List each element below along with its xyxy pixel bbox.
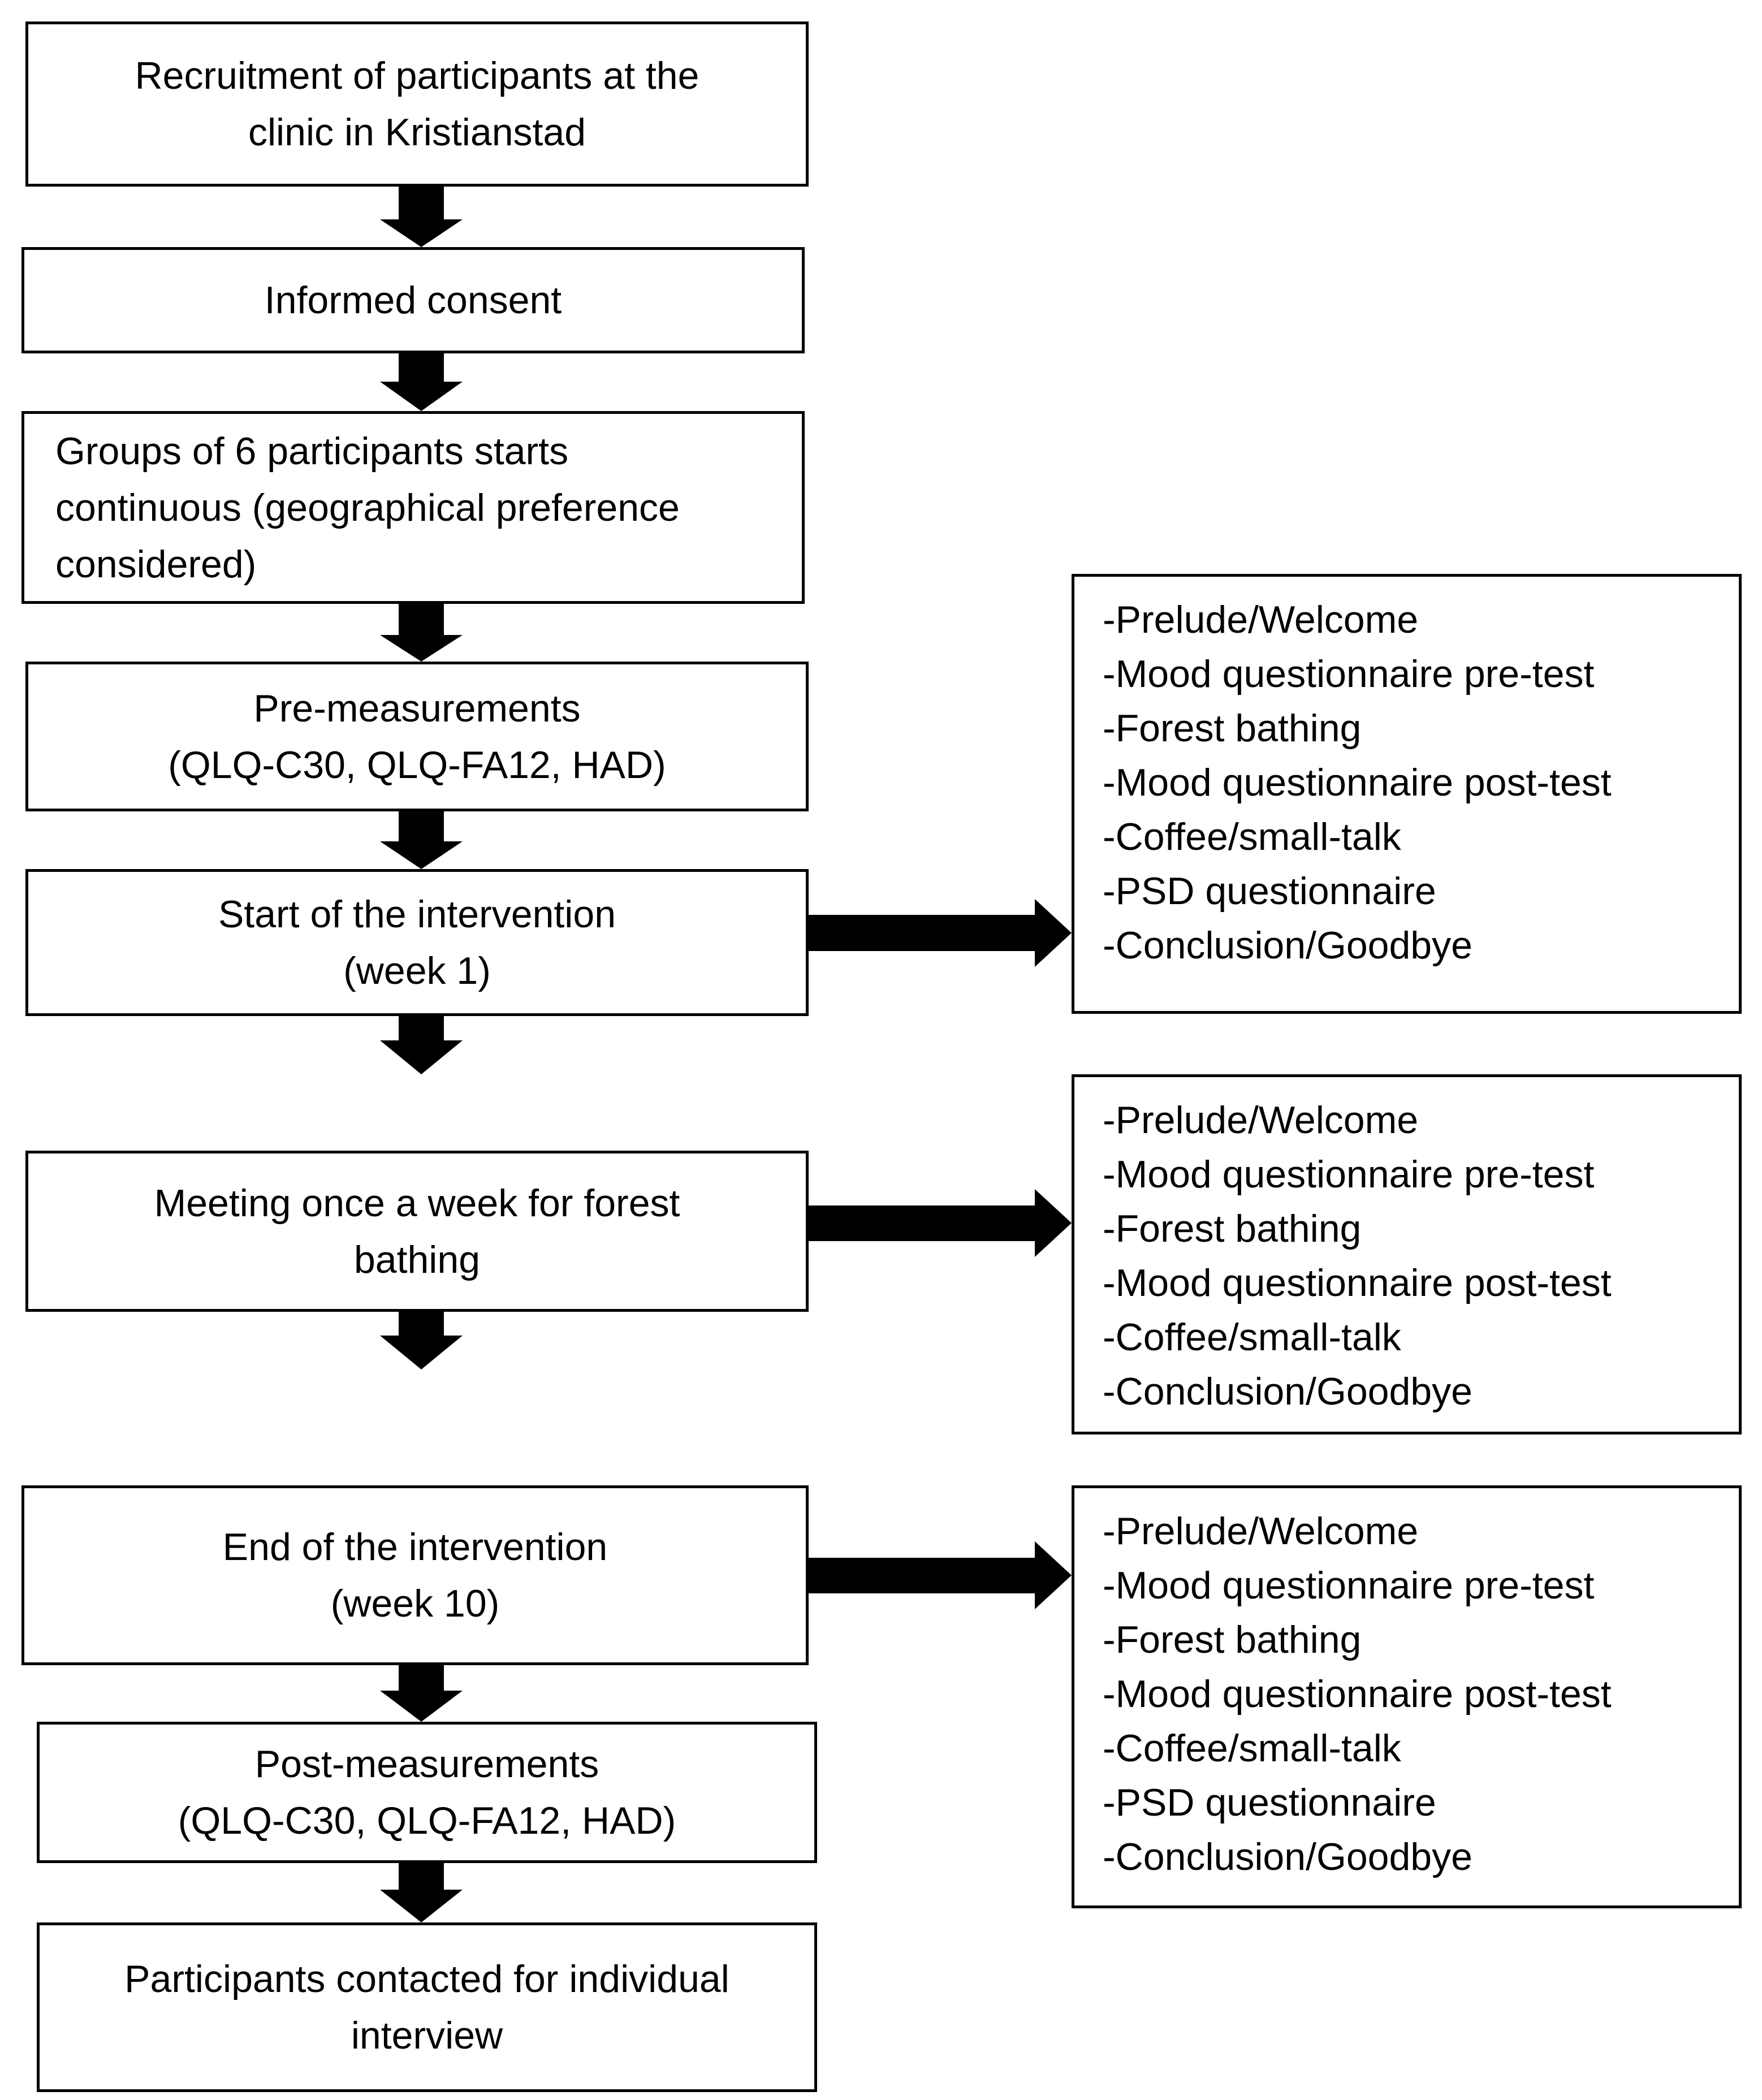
activity-item: -Forest bathing (1103, 707, 1362, 750)
arrow-right-end-activities (809, 1541, 1072, 1609)
step-groups-line-2: continuous (geographical preference (55, 486, 680, 529)
activity-item: -Prelude/Welcome (1103, 1510, 1419, 1553)
step-groups-line-3: considered) (55, 542, 257, 586)
step-recruitment: Recruitment of participants at the clini… (25, 21, 809, 187)
step-pre-measurements: Pre-measurements (QLQ-C30, QLQ-FA12, HAD… (25, 662, 809, 811)
step-post-measurements: Post-measurements (QLQ-C30, QLQ-FA12, HA… (37, 1722, 817, 1863)
activity-item: -Mood questionnaire post-test (1103, 1261, 1612, 1304)
activity-item: -Prelude/Welcome (1103, 598, 1419, 641)
step-post-measurements-line-1: Post-measurements (254, 1743, 599, 1786)
step-recruitment-line-2: clinic in Kristianstad (248, 111, 586, 154)
step-weekly-meeting-line-1: Meeting once a week for forest (154, 1181, 680, 1225)
activity-item: -PSD questionnaire (1103, 870, 1436, 913)
step-individual-interview: Participants contacted for individual in… (37, 1922, 817, 2092)
activity-item: -Conclusion/Goodbye (1103, 1835, 1472, 1878)
arrow-down-consent-to-groups (380, 353, 463, 411)
arrow-right-start-activities (809, 899, 1072, 967)
arrow-down-end-to-post (380, 1665, 463, 1722)
step-groups-line-1: Groups of 6 participants starts (55, 429, 569, 473)
arrow-down-post-to-interview (380, 1863, 463, 1922)
activity-item: -Forest bathing (1103, 1207, 1362, 1250)
step-weekly-meeting: Meeting once a week for forest bathing (25, 1151, 809, 1312)
activity-item: -Conclusion/Goodbye (1103, 924, 1472, 967)
activity-item: -Forest bathing (1103, 1618, 1362, 1661)
activity-item: -Prelude/Welcome (1103, 1099, 1419, 1142)
activity-item: -PSD questionnaire (1103, 1781, 1436, 1824)
step-start-intervention-line-2: (week 1) (343, 949, 491, 992)
activity-item: -Mood questionnaire pre-test (1103, 1153, 1595, 1196)
step-individual-interview-line-2: interview (351, 2014, 503, 2057)
step-informed-consent-line-1: Informed consent (264, 279, 562, 322)
arrow-down-pre-to-start (380, 811, 463, 869)
step-individual-interview-line-1: Participants contacted for individual (124, 1958, 729, 2000)
arrow-down-start-to-meeting (380, 1016, 463, 1074)
step-end-intervention: End of the intervention (week 10) (21, 1485, 809, 1665)
step-pre-measurements-line-1: Pre-measurements (253, 686, 581, 730)
activity-item: -Conclusion/Goodbye (1103, 1370, 1472, 1413)
activity-item: -Coffee/small-talk (1103, 1727, 1401, 1770)
activity-item: -Mood questionnaire post-test (1103, 1673, 1612, 1716)
activity-item: -Mood questionnaire pre-test (1103, 653, 1595, 695)
step-end-intervention-line-2: (week 10) (330, 1582, 500, 1625)
step-recruitment-line-1: Recruitment of participants at the (135, 54, 699, 97)
arrow-down-recruitment-to-consent (380, 187, 463, 247)
step-pre-measurements-line-2: (QLQ-C30, QLQ-FA12, HAD) (168, 743, 666, 787)
activity-item: -Coffee/small-talk (1103, 815, 1401, 858)
activity-item: -Mood questionnaire pre-test (1103, 1564, 1595, 1607)
arrow-down-groups-to-pre (380, 604, 463, 662)
activity-list-start: -Prelude/Welcome -Mood questionnaire pre… (1072, 574, 1742, 1014)
arrow-right-weekly-activities (809, 1189, 1072, 1257)
step-weekly-meeting-line-2: bathing (353, 1238, 481, 1281)
activity-list-end: -Prelude/Welcome -Mood questionnaire pre… (1072, 1485, 1742, 1908)
activity-list-weekly: -Prelude/Welcome -Mood questionnaire pre… (1072, 1074, 1742, 1434)
step-informed-consent: Informed consent (21, 247, 805, 353)
activity-item: -Mood questionnaire post-test (1103, 761, 1612, 804)
step-groups: Groups of 6 participants starts continuo… (21, 411, 805, 604)
step-start-intervention-line-1: Start of the intervention (218, 893, 616, 936)
step-end-intervention-line-1: End of the intervention (222, 1526, 608, 1568)
step-post-measurements-line-2: (QLQ-C30, QLQ-FA12, HAD) (178, 1799, 676, 1842)
step-start-intervention: Start of the intervention (week 1) (25, 869, 809, 1016)
activity-item: -Coffee/small-talk (1103, 1316, 1401, 1359)
arrow-down-meeting-to-end (380, 1312, 463, 1369)
